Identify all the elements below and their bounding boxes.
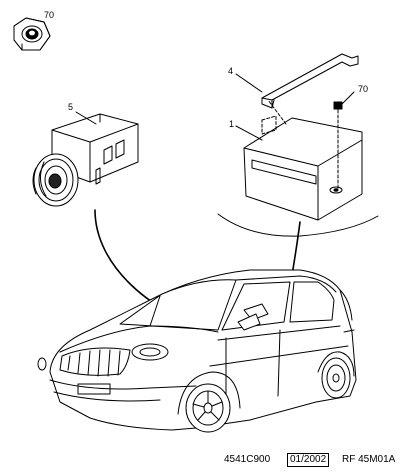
callout-5-switch: 5 bbox=[68, 102, 73, 112]
module-icon bbox=[243, 115, 363, 221]
switch-icon bbox=[32, 113, 139, 207]
drawing-code: 4541C900 bbox=[224, 454, 271, 465]
drawing-date: 01/2002 bbox=[287, 453, 330, 467]
callout-70-module-nut: 70 bbox=[358, 84, 368, 94]
callout-70-nut: 70 bbox=[44, 10, 54, 20]
car-illustration bbox=[37, 269, 357, 433]
callout-1-module: 1 bbox=[229, 119, 234, 129]
square-nut-icon bbox=[333, 101, 343, 110]
footer: 4541C900 01/2002 RF 45M01A bbox=[0, 451, 400, 472]
bracket-icon bbox=[261, 53, 359, 109]
callout-4-bracket: 4 bbox=[228, 66, 233, 76]
hex-nut-icon bbox=[13, 17, 51, 51]
drawing-reference: RF 45M01A bbox=[342, 454, 396, 465]
